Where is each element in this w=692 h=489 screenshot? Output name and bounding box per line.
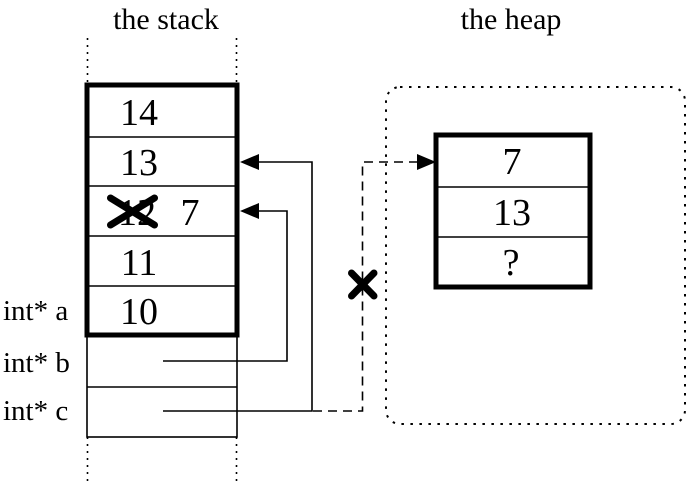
heap-cell-dividers: [438, 186, 588, 238]
stack-frame: [84, 82, 240, 338]
heap-cell-value: 7: [503, 141, 522, 183]
variable-label-b: int* b: [3, 347, 70, 379]
pointer-c-arrow: [163, 154, 313, 412]
stack-cell-value: 10: [120, 291, 158, 333]
arrowhead-left-icon: [240, 154, 259, 170]
x-mark-icon: [107, 194, 158, 229]
stack-cell-dividers: [89, 136, 235, 287]
stack-cell-crossed-out-value: 12: [118, 192, 156, 234]
heap-cell-value: ?: [503, 242, 520, 284]
heap-frame: [433, 132, 593, 290]
stack-cell-value: 13: [120, 142, 158, 184]
heap-region-boundary: [385, 86, 686, 425]
pointer-b-arrow: [163, 203, 288, 362]
variable-label-a: int* a: [3, 295, 68, 327]
arrowhead-right-icon: [417, 154, 436, 170]
stack-guide-lines: [86, 38, 238, 486]
heap-title: the heap: [461, 3, 562, 36]
stack-title: the stack: [113, 3, 219, 36]
stack-cell-new-value: 7: [181, 192, 200, 234]
pointer-variable-cells: [86, 334, 238, 438]
x-mark-icon: [348, 269, 378, 300]
stack-cell-value: 11: [121, 242, 158, 284]
dangling-pointer-arrow: [313, 154, 436, 412]
variable-label-c: int* c: [3, 395, 68, 427]
stack-cell-value: 14: [120, 92, 158, 134]
arrowhead-left-icon: [240, 203, 259, 219]
heap-cell-value: 13: [493, 192, 531, 234]
